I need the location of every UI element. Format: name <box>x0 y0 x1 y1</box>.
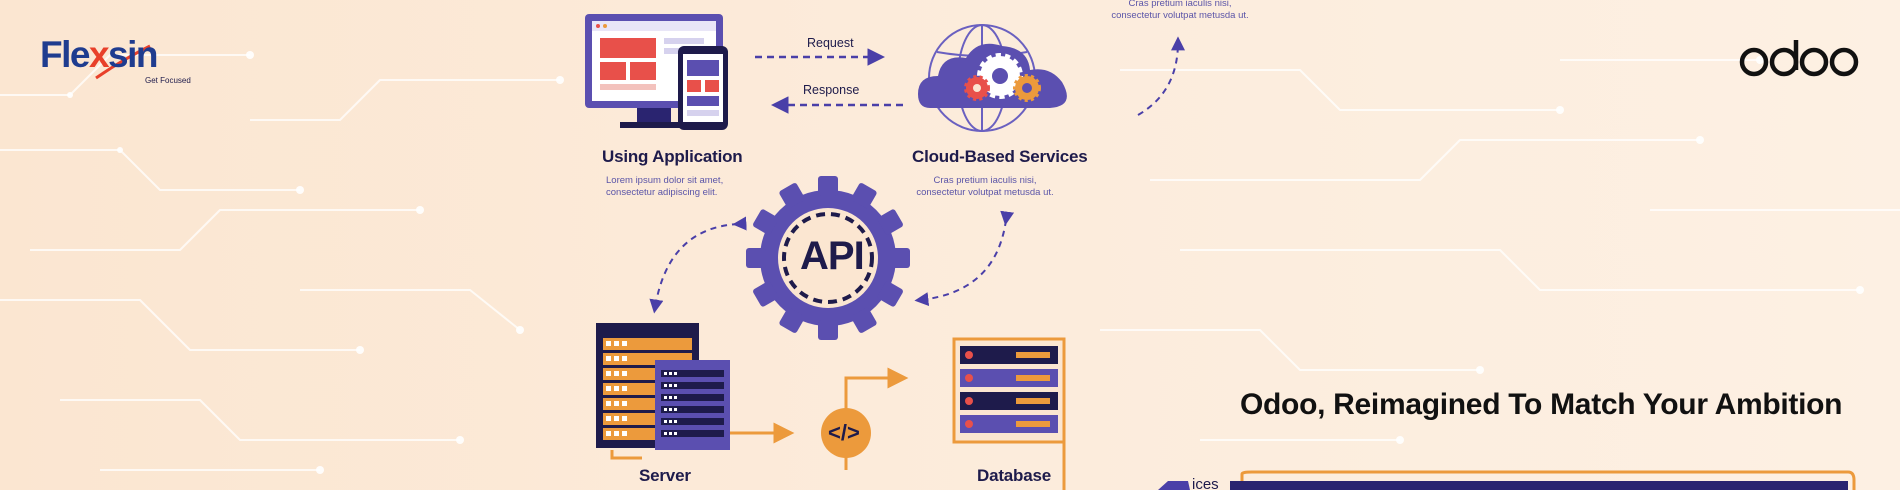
code-circle-icon <box>821 408 871 458</box>
flexsin-tagline: Get Focused <box>145 76 191 85</box>
server-icon <box>596 323 730 450</box>
database-title: Database <box>977 466 1051 485</box>
cloud-services-title: Cloud-Based Services <box>912 147 1088 166</box>
flexsin-logo-part3: sin <box>108 34 158 75</box>
top-right-desc-line1: Cras pretium iaculis nisi, <box>1128 0 1232 9</box>
cloud-globe-icon <box>918 24 1067 132</box>
cloud-services-desc-line1: Cras pretium iaculis nisi, <box>933 175 1037 186</box>
using-application-title: Using Application <box>602 147 743 166</box>
app-api-arrow <box>649 216 747 314</box>
partial-panel <box>1158 470 1856 490</box>
data-flow-lines <box>610 367 909 470</box>
odoo-logo <box>1739 40 1859 77</box>
flexsin-swoosh-icon <box>95 44 151 80</box>
database-icon <box>952 337 1066 490</box>
cloud-services-desc-line2: consectetur volutpat metusda ut. <box>916 187 1054 198</box>
top-right-arrow <box>1137 36 1185 116</box>
cloud-api-arrow <box>914 210 1015 307</box>
api-label: API <box>800 234 865 278</box>
flexsin-logo-part1: Fle <box>40 34 90 75</box>
headline: Odoo, Reimagined To Match Your Ambition <box>1240 388 1843 421</box>
response-label: Response <box>803 83 860 97</box>
using-application-desc-line1: Lorem ipsum dolor sit amet, <box>606 175 724 186</box>
using-application-desc-line2: consectetur adipiscing elit. <box>606 187 718 198</box>
code-symbol: </> <box>828 420 860 445</box>
flexsin-logo: Flexsin <box>40 34 159 76</box>
flexsin-logo-x: x <box>88 34 110 75</box>
phone-icon <box>678 46 728 130</box>
api-gear-icon <box>746 176 910 340</box>
partial-services-label: ices <box>1192 476 1219 490</box>
request-label: Request <box>807 36 854 50</box>
top-right-desc-line2: consectetur volutpat metusda ut. <box>1111 10 1249 21</box>
server-title: Server <box>639 466 691 485</box>
